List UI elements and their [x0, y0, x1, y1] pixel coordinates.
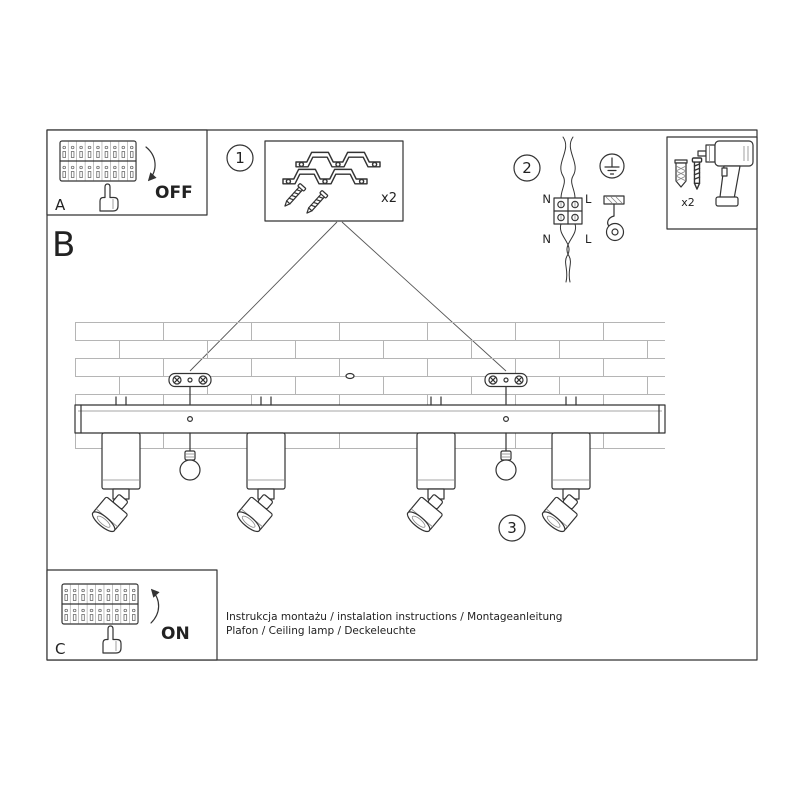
- twisted-wires-icon: [559, 136, 577, 283]
- mounting-bracket: [168, 372, 212, 388]
- footer-line-2: Plafon / Ceiling lamp / Deckeleuchte: [226, 625, 416, 637]
- step-1-number: 1: [235, 149, 245, 167]
- footer: Instrukcja montażu / instalation instruc…: [226, 611, 562, 637]
- step-2-badge: [513, 154, 541, 182]
- step-1-quantity: x2: [381, 191, 397, 206]
- ceiling-diagram: 3: [74, 221, 666, 542]
- panel-a: OFF A: [46, 129, 208, 216]
- on-label: ON: [161, 624, 190, 644]
- circuit-breaker-icon: [61, 583, 139, 625]
- wire-label-n-top: N: [542, 192, 551, 206]
- wall-plug-icon: [674, 159, 688, 188]
- cable-hole: [345, 372, 355, 380]
- terminal-block-icon: [553, 197, 583, 225]
- wire-label-l-bottom: L: [585, 232, 592, 246]
- step-3-number: 3: [507, 519, 517, 537]
- wire-label-n-bottom: N: [542, 232, 551, 246]
- panel-c-label: C: [55, 640, 65, 658]
- hardware-box: x2: [666, 136, 758, 230]
- flip-up-arrow-icon: [150, 588, 160, 624]
- step-3: 3: [498, 514, 526, 542]
- step-3-badge: [498, 514, 526, 542]
- mounting-bracket: [484, 372, 528, 388]
- ground-symbol-icon: [599, 153, 625, 179]
- off-label: OFF: [155, 183, 193, 203]
- circuit-breaker-icon: [59, 140, 137, 182]
- panel-c: ON C: [46, 569, 218, 661]
- step-1: 1 x2: [226, 140, 404, 222]
- step-2-number: 2: [522, 159, 532, 177]
- footer-line-1: Instrukcja montażu / instalation instruc…: [226, 611, 562, 623]
- section-b-label: B: [52, 225, 75, 265]
- hardware-quantity: x2: [681, 196, 695, 209]
- step-1-badge: [226, 144, 254, 172]
- drill-icon: [697, 140, 754, 207]
- mounting-rail: [74, 404, 666, 434]
- flip-down-arrow-icon: [145, 146, 157, 182]
- step-2: 2 N L N L: [513, 136, 625, 283]
- wire-label-l-top: L: [585, 192, 592, 206]
- panel-a-label: A: [55, 196, 66, 214]
- ceiling-hook-icon: [603, 195, 625, 242]
